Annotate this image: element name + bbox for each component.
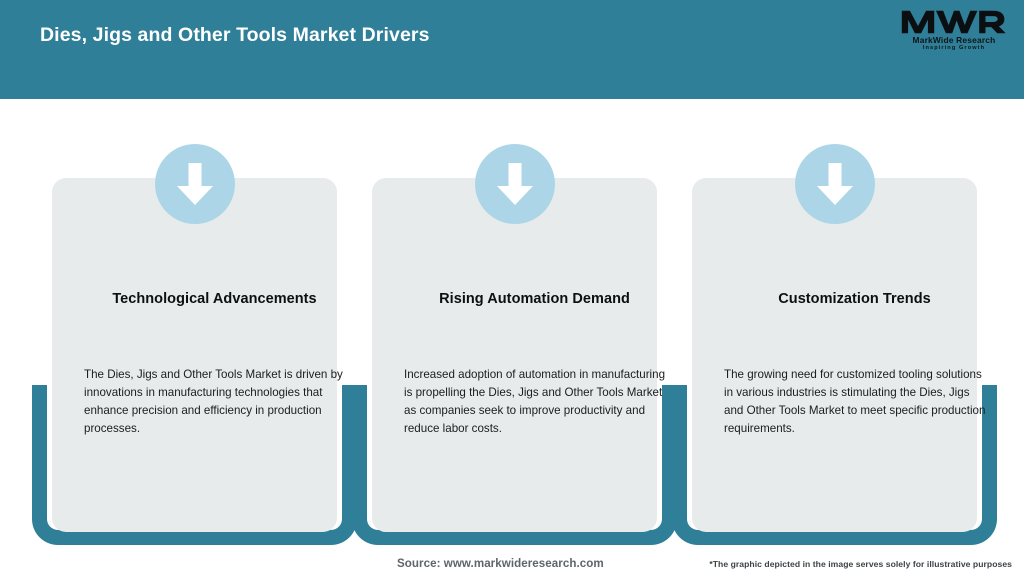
card-title: Customization Trends [778,291,931,307]
mwr-monogram-icon [901,10,1006,34]
markwide-research-logo: MarkWide Research Inspiring Growth [898,8,1010,56]
down-arrow-icon [154,144,235,224]
driver-card: Customization Trends The growing need fo… [672,140,997,545]
driver-card: Technological Advancements The Dies, Jig… [32,140,357,545]
card-description: The growing need for customized tooling … [724,368,986,435]
card-body: Customization Trends The growing need fo… [692,178,985,532]
source-label: Source: www.markwideresearch.com [397,557,604,570]
card-title: Rising Automation Demand [439,291,630,307]
page-title: Dies, Jigs and Other Tools Market Driver… [40,24,430,46]
card-title: Technological Advancements [112,291,317,307]
disclaimer-label: *The graphic depicted in the image serve… [709,559,1012,569]
down-arrow-icon [474,144,555,224]
card-body: Rising Automation Demand Increased adopt… [372,178,665,532]
card-accent-frame [672,385,997,545]
down-arrow-glyph [176,163,213,205]
card-body: Technological Advancements The Dies, Jig… [52,178,343,532]
down-arrow-glyph [816,163,853,205]
card-description: The Dies, Jigs and Other Tools Market is… [84,368,343,435]
down-arrow-glyph [496,163,533,205]
driver-card: Rising Automation Demand Increased adopt… [352,140,677,545]
logo-company-name: MarkWide Research [912,35,996,45]
card-description: Increased adoption of automation in manu… [404,368,666,435]
logo-tagline: Inspiring Growth [922,44,986,51]
header-bar: Dies, Jigs and Other Tools Market Driver… [0,0,1024,99]
down-arrow-icon [794,144,875,224]
